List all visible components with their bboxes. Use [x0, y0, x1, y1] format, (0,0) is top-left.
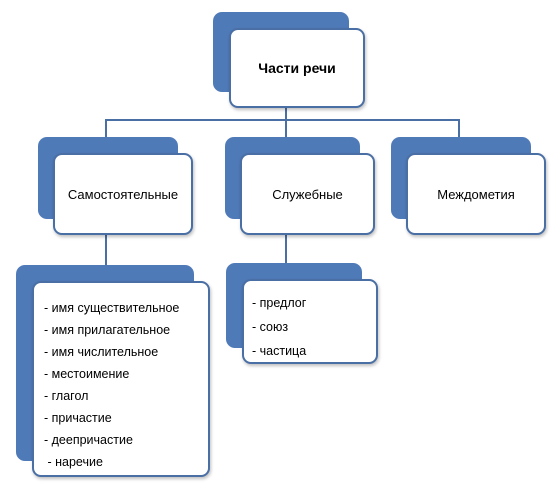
connector-root-down	[285, 106, 287, 120]
connector-independent-up	[105, 119, 107, 137]
category-independent: Самостоятельные	[38, 137, 193, 235]
list-independent: - имя существительное - имя прилагательн…	[16, 265, 210, 477]
list-item: - наречие	[44, 455, 103, 469]
list-item: - имя числительное	[44, 345, 159, 359]
list-auxiliary: - предлог - союз - частица	[226, 263, 378, 364]
category-auxiliary: Служебные	[225, 137, 375, 235]
list-item: - причастие	[44, 411, 112, 425]
list-auxiliary-box: - предлог - союз - частица	[242, 279, 378, 364]
category-interjections: Междометия	[391, 137, 546, 235]
list-item: - деепричастие	[44, 433, 133, 447]
list-item: - союз	[252, 320, 289, 334]
category-independent-label: Самостоятельные	[53, 153, 193, 235]
root-node-label: Части речи	[229, 28, 365, 108]
connector-independent-down	[105, 233, 107, 267]
root-node: Части речи	[213, 12, 365, 108]
connector-auxiliary-down	[285, 233, 287, 263]
list-item: - частица	[252, 344, 307, 358]
connector-interjection-up	[458, 119, 460, 137]
list-item: - местоимение	[44, 367, 130, 381]
connector-auxiliary-up	[285, 119, 287, 137]
list-item: - глагол	[44, 389, 89, 403]
list-item: - имя прилагательное	[44, 323, 171, 337]
list-item: - имя существительное	[44, 301, 180, 315]
connector-horizontal	[105, 119, 460, 121]
category-interjections-label: Междометия	[406, 153, 546, 235]
category-auxiliary-label: Служебные	[240, 153, 375, 235]
list-item: - предлог	[252, 296, 307, 310]
list-independent-box: - имя существительное - имя прилагательн…	[32, 281, 210, 477]
